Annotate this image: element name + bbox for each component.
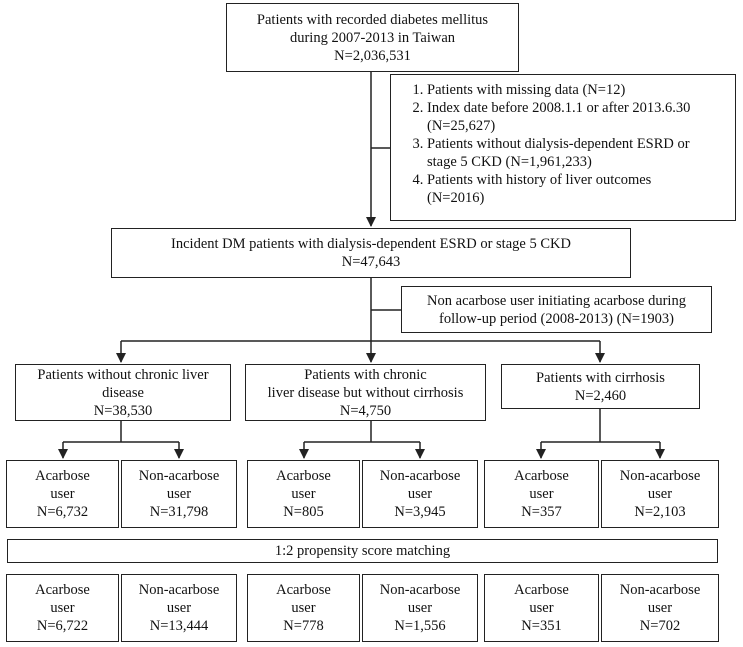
exclusion-item: Patients with missing data (N=12): [427, 81, 727, 99]
top-count: N=2,036,531: [334, 47, 411, 64]
group-liver-line-1: Patients with chronic: [304, 366, 427, 383]
group-liver-line-2: liver disease but without cirrhosis: [267, 384, 464, 401]
pre-match-user: user: [647, 486, 673, 502]
post-match-box: Acarbose user N=778: [247, 574, 360, 642]
top-line-1: Patients with recorded diabetes mellitus: [256, 11, 489, 28]
exclusion-list: Patients with missing data (N=12) Index …: [399, 81, 727, 207]
pre-match-label: Non-acarbose: [138, 468, 220, 484]
pre-match-count: N=2,103: [634, 504, 686, 520]
exclusion-criteria-box: Patients with missing data (N=12) Index …: [390, 74, 736, 221]
post-match-user: user: [166, 600, 192, 616]
post-match-label: Non-acarbose: [619, 582, 701, 598]
post-match-label: Acarbose: [276, 582, 331, 598]
post-match-user: user: [291, 600, 316, 616]
pre-match-box: Non-acarbose user N=31,798: [121, 460, 237, 528]
incident-count: N=47,643: [341, 254, 401, 270]
group-liver-count: N=4,750: [339, 402, 392, 419]
exclusion-item-4-text: Patients with history of liver outcomes: [427, 172, 652, 188]
pre-match-box: Non-acarbose user N=3,945: [362, 460, 478, 528]
post-match-user: user: [529, 600, 554, 616]
exclusion-item: Index date before 2008.1.1 or after 2013…: [427, 99, 727, 135]
non-acarbose-exclusion-box: Non acarbose user initiating acarbose du…: [401, 286, 712, 333]
exclusion-item-3-text: Patients without dialysis-dependent ESRD…: [427, 136, 690, 152]
pre-match-label: Acarbose: [514, 468, 569, 484]
pre-match-user: user: [166, 486, 192, 502]
post-match-label: Acarbose: [35, 582, 90, 598]
pre-match-count: N=3,945: [394, 504, 446, 520]
post-match-count: N=6,722: [36, 618, 89, 634]
post-match-box: Non-acarbose user N=13,444: [121, 574, 237, 642]
exclusion-item-2-count: (N=25,627): [427, 118, 496, 134]
group-cirrhosis-line-1: Patients with cirrhosis: [536, 369, 665, 386]
post-match-box: Non-acarbose user N=1,556: [362, 574, 478, 642]
group-no-liver-disease-box: Patients without chronic liver disease N…: [15, 364, 231, 421]
exclusion-item-3-count: stage 5 CKD (N=1,961,233): [427, 154, 592, 170]
pre-match-count: N=6,732: [36, 504, 89, 520]
pre-match-label: Acarbose: [35, 468, 90, 484]
post-match-box: Acarbose user N=351: [484, 574, 599, 642]
post-match-user: user: [407, 600, 433, 616]
incident-title: Incident DM patients with dialysis-depen…: [171, 236, 571, 252]
post-match-count: N=1,556: [394, 618, 446, 634]
pre-match-user: user: [50, 486, 75, 502]
post-match-label: Non-acarbose: [138, 582, 220, 598]
post-match-count: N=351: [521, 618, 562, 634]
pre-match-user: user: [407, 486, 433, 502]
pre-match-label: Non-acarbose: [379, 468, 461, 484]
note-line-1: Non acarbose user initiating acarbose du…: [427, 292, 686, 309]
top-population-box: Patients with recorded diabetes mellitus…: [226, 3, 519, 72]
pre-match-user: user: [291, 486, 316, 502]
note-line-2: follow-up period (2008-2013) (N=1903): [439, 310, 674, 327]
pre-match-box: Non-acarbose user N=2,103: [601, 460, 719, 528]
group-no-liver-line-2: disease: [102, 384, 144, 401]
group-cirrhosis-count: N=2,460: [574, 387, 627, 404]
pre-match-count: N=31,798: [149, 504, 209, 520]
post-match-count: N=702: [639, 618, 681, 634]
top-line-2: during 2007-2013 in Taiwan: [289, 29, 456, 46]
group-no-liver-line-1: Patients without chronic liver: [37, 366, 209, 383]
exclusion-item-1-text: Patients with missing data (N=12): [427, 82, 626, 98]
post-match-count: N=13,444: [149, 618, 209, 634]
group-liver-no-cirrhosis-box: Patients with chronic liver disease but …: [245, 364, 486, 421]
pre-match-box: Acarbose user N=805: [247, 460, 360, 528]
exclusion-item: Patients with history of liver outcomes …: [427, 171, 727, 207]
pre-match-box: Acarbose user N=357: [484, 460, 599, 528]
exclusion-item-4-count: (N=2016): [427, 190, 485, 206]
pre-match-label: Acarbose: [276, 468, 331, 484]
post-match-box: Non-acarbose user N=702: [601, 574, 719, 642]
post-match-user: user: [647, 600, 673, 616]
post-match-box: Acarbose user N=6,722: [6, 574, 119, 642]
matching-label: 1:2 propensity score matching: [274, 543, 451, 559]
group-cirrhosis-box: Patients with cirrhosis N=2,460: [501, 364, 700, 409]
post-match-user: user: [50, 600, 75, 616]
post-match-label: Acarbose: [514, 582, 569, 598]
incident-cohort-box: Incident DM patients with dialysis-depen…: [111, 228, 631, 278]
post-match-count: N=778: [283, 618, 324, 634]
propensity-matching-bar: 1:2 propensity score matching: [7, 539, 718, 563]
pre-match-label: Non-acarbose: [619, 468, 701, 484]
pre-match-count: N=357: [521, 504, 562, 520]
pre-match-user: user: [529, 486, 554, 502]
exclusion-item: Patients without dialysis-dependent ESRD…: [427, 135, 727, 171]
exclusion-item-2-text: Index date before 2008.1.1 or after 2013…: [427, 100, 691, 116]
pre-match-count: N=805: [283, 504, 324, 520]
group-no-liver-count: N=38,530: [93, 402, 153, 419]
post-match-label: Non-acarbose: [379, 582, 461, 598]
pre-match-box: Acarbose user N=6,732: [6, 460, 119, 528]
